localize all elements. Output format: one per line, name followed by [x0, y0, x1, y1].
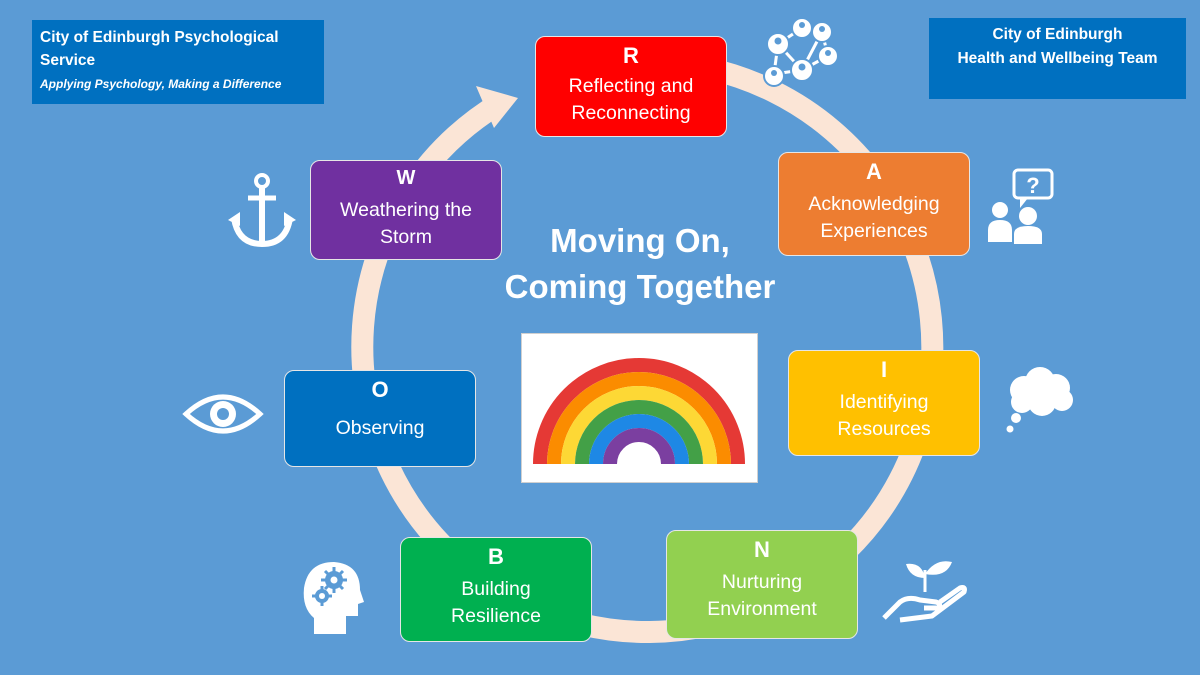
step-letter: W: [396, 167, 416, 189]
step-letter: N: [754, 537, 770, 562]
step-label-line2: Reconnecting: [571, 102, 691, 124]
step-label-line1: Nurturing: [721, 571, 803, 593]
step-letter: I: [880, 357, 888, 382]
ring-arrowhead: [476, 86, 518, 128]
team-line2: Health and Wellbeing Team: [957, 50, 1158, 67]
step-label-line2: Resilience: [451, 605, 541, 627]
step-label-line2: Experiences: [820, 220, 928, 242]
rainbow-icon: [533, 358, 745, 465]
step-observing: O Observing: [284, 370, 476, 467]
step-label-line2: Storm: [379, 226, 432, 248]
hand-plant-icon: [882, 561, 967, 623]
team-line1: City of Edinburgh: [992, 26, 1123, 43]
step-label-line1: Acknowledging: [808, 193, 940, 215]
step-letter: A: [866, 159, 882, 184]
step-label-line1: Identifying: [839, 391, 929, 413]
thought-cloud-icon: [1006, 367, 1073, 433]
question-people-icon: ?: [988, 168, 1054, 244]
header-psychological-service: City of Edinburgh Psychological Service …: [32, 20, 324, 104]
step-letter: O: [371, 377, 389, 402]
step-label-line1: Reflecting and: [568, 75, 694, 97]
svg-text:?: ?: [1026, 173, 1039, 198]
step-letter: R: [623, 43, 639, 68]
step-letter: B: [488, 544, 504, 569]
header-wellbeing-team: City of Edinburgh Health and Wellbeing T…: [929, 18, 1186, 99]
step-label-line2: Environment: [707, 598, 817, 620]
org-tagline: Applying Psychology, Making a Difference: [40, 77, 282, 91]
org-name: City of Edinburgh Psychological Service: [40, 29, 279, 69]
eye-icon: [182, 394, 264, 434]
center-title-line1: Moving On,: [550, 222, 730, 259]
network-people-icon: [763, 17, 839, 87]
step-label-line2: Resources: [837, 418, 931, 440]
head-gears-icon: [303, 562, 364, 634]
rainbow-image: [521, 333, 758, 483]
step-label-line1: Building: [461, 578, 531, 600]
step-label: Observing: [335, 417, 425, 439]
anchor-icon: [228, 173, 296, 248]
center-title: Moving On, Coming Together: [470, 218, 810, 310]
center-title-line2: Coming Together: [504, 268, 776, 305]
step-label-line1: Weathering the: [340, 199, 472, 221]
